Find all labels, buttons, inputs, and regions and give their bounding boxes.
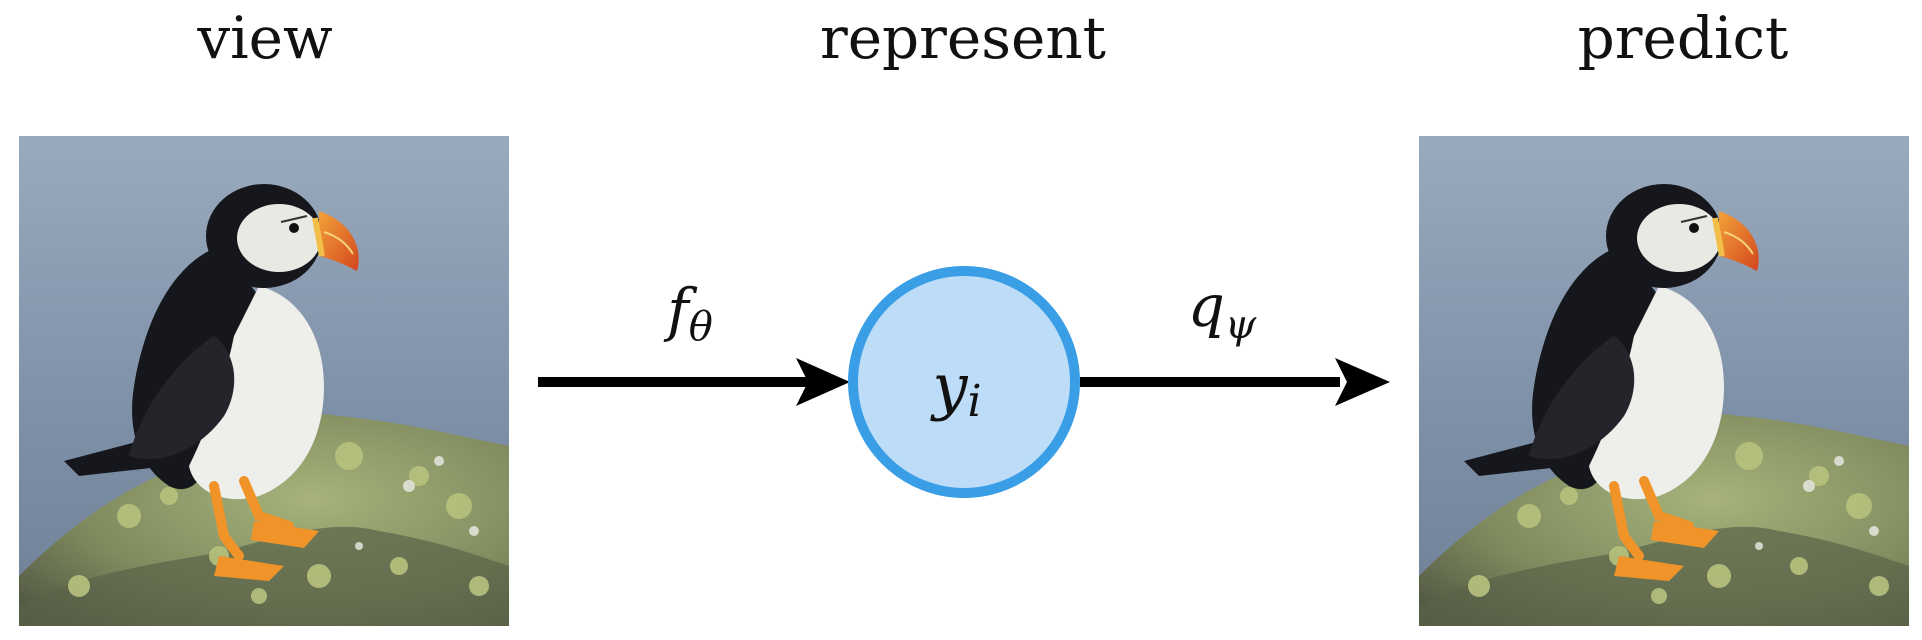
encoder-label: fθ [663,276,713,350]
output-image [1419,136,1909,626]
encoder-arrow [538,358,850,406]
predictor-arrow [1080,358,1390,406]
stage-label-view: view [196,4,332,72]
predictor-label: qψ [1188,272,1257,348]
stage-label-predict: predict [1578,4,1789,72]
latent-label: yi [929,350,981,427]
latent-node [848,266,1080,498]
stage-label-represent: represent [820,4,1106,72]
input-image [19,136,509,626]
